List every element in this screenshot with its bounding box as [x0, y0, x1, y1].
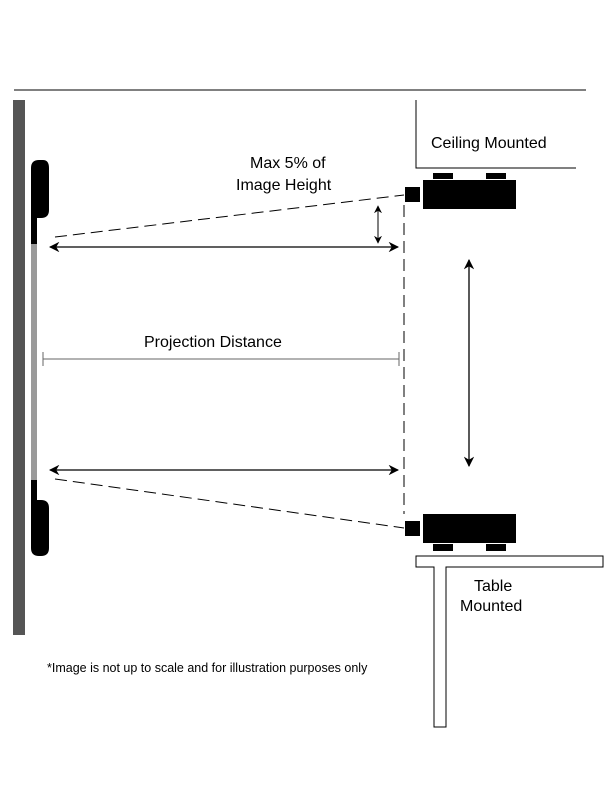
wall — [13, 100, 25, 635]
max-offset-label-line1: Max 5% of — [250, 155, 326, 172]
table-mounted-label-line2: Mounted — [460, 598, 522, 615]
top-projector — [405, 173, 516, 209]
projector-mount-foot — [486, 544, 506, 551]
screen-top-housing — [31, 160, 49, 244]
max-offset-label-line2: Image Height — [236, 177, 332, 194]
top-beam-dashed — [54, 194, 405, 238]
projection-distance-dimension — [42, 352, 400, 366]
mounting-table — [415, 555, 604, 728]
projector-mount-foot — [433, 173, 453, 179]
footnote: *Image is not up to scale and for illust… — [47, 661, 368, 675]
projection-screen — [31, 160, 49, 556]
table-outline — [415, 555, 604, 728]
projector-mount-foot — [433, 544, 453, 551]
bottom-beam-dashed — [54, 478, 405, 529]
bottom-projector — [405, 514, 516, 551]
projector-mount-foot — [486, 173, 506, 179]
projector-body — [423, 180, 516, 209]
projector-lens — [405, 521, 420, 536]
screen-surface — [31, 244, 37, 480]
table-mounted-label-line1: Table — [474, 578, 512, 595]
projection-distance-label: Projection Distance — [144, 334, 282, 351]
ceiling-bracket — [415, 100, 576, 169]
screen-bottom-housing — [31, 480, 49, 556]
projector-body — [423, 514, 516, 543]
ceiling-mounted-label: Ceiling Mounted — [431, 135, 547, 152]
projector-lens — [405, 187, 420, 202]
